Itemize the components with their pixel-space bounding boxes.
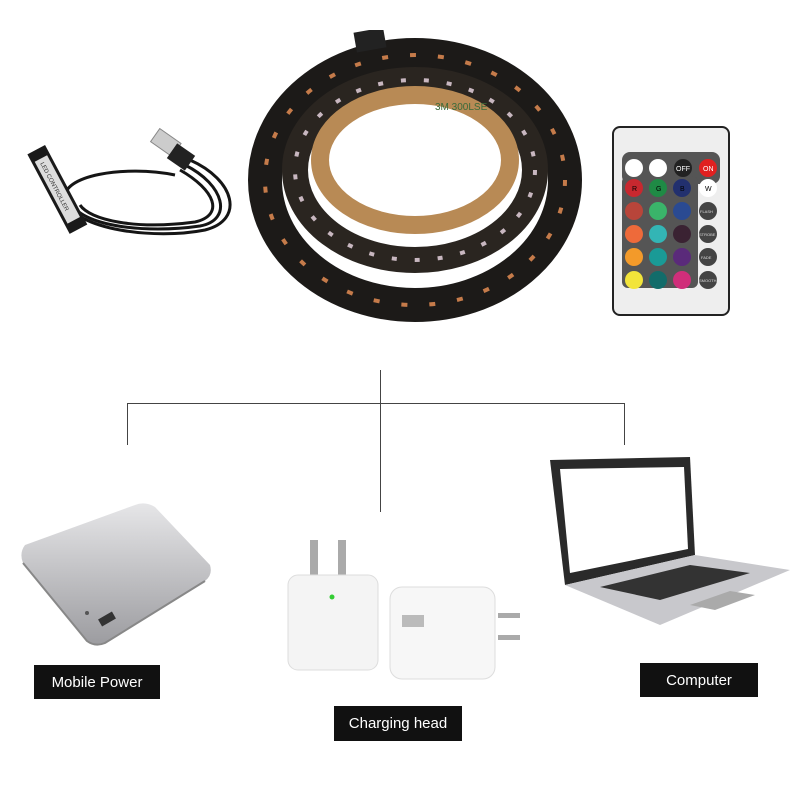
color-button[interactable] <box>649 248 667 266</box>
tape-text: 3M 300LSE <box>435 102 488 113</box>
led-strip-reel: 3M 300LSE <box>248 30 582 322</box>
brightness-down-button[interactable] <box>625 159 643 177</box>
ir-remote: OFF ON R G B W FLASH STROBE FADE SMOOTH <box>612 126 730 316</box>
smooth-label: SMOOTH <box>699 278 717 283</box>
strobe-button[interactable] <box>699 225 717 243</box>
charging-head-label: Charging head <box>334 706 462 741</box>
w-button[interactable] <box>699 179 717 197</box>
color-button[interactable] <box>649 202 667 220</box>
usb-controller-cable: LED CONTROLLER <box>27 127 232 236</box>
charging-heads <box>287 540 520 680</box>
off-label: OFF <box>676 166 690 173</box>
connector-line <box>624 403 625 445</box>
color-button[interactable] <box>625 202 643 220</box>
color-button[interactable] <box>625 225 643 243</box>
color-button[interactable] <box>673 179 691 197</box>
power-bank <box>21 503 211 646</box>
color-button[interactable] <box>673 202 691 220</box>
connector-line <box>127 403 625 404</box>
color-button[interactable] <box>625 271 643 289</box>
b-label: B <box>680 186 685 193</box>
on-button[interactable] <box>699 159 717 177</box>
on-label: ON <box>703 166 714 173</box>
fade-button[interactable] <box>699 248 717 266</box>
flash-label: FLASH <box>700 209 713 214</box>
r-label: R <box>632 186 637 193</box>
w-label: W <box>705 186 712 193</box>
flash-button[interactable] <box>699 202 717 220</box>
color-button[interactable] <box>673 225 691 243</box>
color-button[interactable] <box>625 248 643 266</box>
smooth-button[interactable] <box>699 271 717 289</box>
connector-line <box>380 370 381 512</box>
connector-line <box>127 403 128 445</box>
off-button[interactable] <box>674 159 692 177</box>
color-button[interactable] <box>673 271 691 289</box>
mobile-power-label: Mobile Power <box>34 665 160 699</box>
color-button[interactable] <box>649 271 667 289</box>
brightness-up-button[interactable] <box>649 159 667 177</box>
laptop <box>550 457 790 625</box>
computer-label: Computer <box>640 663 758 697</box>
g-label: G <box>656 186 661 193</box>
color-button[interactable] <box>649 179 667 197</box>
strobe-label: STROBE <box>699 232 716 237</box>
color-button[interactable] <box>649 225 667 243</box>
color-button[interactable] <box>673 248 691 266</box>
color-button[interactable] <box>625 179 643 197</box>
fade-label: FADE <box>701 255 712 260</box>
